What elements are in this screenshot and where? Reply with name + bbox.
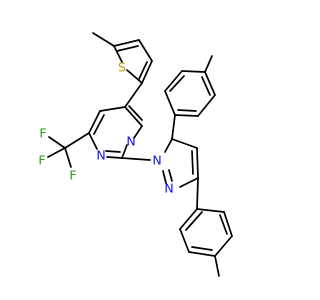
bond: [174, 114, 199, 117]
bond: [133, 125, 143, 139]
bond: [99, 106, 126, 112]
bond: [93, 114, 105, 135]
atom-label-nitrogen: N: [126, 134, 135, 149]
bond: [64, 132, 90, 149]
bond: [124, 106, 143, 127]
bond: [204, 71, 216, 96]
molecule-structure: S N N N N F F F: [38, 32, 233, 277]
bond: [185, 211, 203, 231]
bond: [179, 208, 198, 230]
bond: [141, 60, 153, 84]
bond: [113, 45, 123, 63]
bond: [214, 235, 233, 257]
bond: [223, 211, 233, 237]
bond: [201, 76, 211, 96]
bond: [164, 70, 183, 92]
atom-label-fluorine: F: [38, 153, 45, 168]
bond: [171, 114, 176, 140]
bond: [168, 169, 173, 182]
bond: [105, 150, 121, 153]
bond: [121, 157, 151, 161]
atom-label-layer: S N N N N F F F: [38, 60, 173, 196]
bond: [219, 214, 228, 235]
bond: [116, 45, 139, 52]
atom-label-fluorine: F: [69, 168, 76, 183]
bond: [47, 147, 66, 158]
bond: [88, 132, 98, 150]
bond: [88, 110, 101, 134]
bond: [179, 228, 190, 253]
bond: [179, 177, 199, 188]
bond: [169, 75, 185, 92]
bond: [124, 82, 143, 108]
bond: [164, 138, 173, 153]
bond: [121, 144, 128, 159]
bond: [164, 90, 176, 116]
bond: [48, 136, 66, 149]
bond: [191, 246, 213, 251]
atom-label-nitrogen: N: [96, 148, 105, 163]
bond: [128, 105, 143, 121]
bond: [214, 255, 220, 277]
bond: [138, 39, 153, 62]
bond: [196, 208, 225, 213]
bond: [138, 61, 148, 80]
bond: [113, 39, 140, 47]
bond: [196, 147, 199, 179]
atom-label-sulfur: S: [118, 60, 126, 75]
bond: [162, 170, 167, 184]
bond: [64, 147, 72, 168]
bond: [191, 150, 194, 175]
bond: [197, 94, 216, 117]
atom-label-nitrogen: N: [152, 153, 161, 168]
bond: [188, 251, 216, 257]
bond: [106, 156, 123, 159]
bond-layer: [47, 32, 233, 277]
bond: [204, 55, 213, 73]
bond: [171, 138, 198, 149]
bond: [196, 177, 199, 210]
atom-label-nitrogen: N: [164, 181, 173, 196]
bond: [181, 70, 206, 73]
bond: [126, 69, 143, 84]
atom-label-fluorine: F: [39, 126, 46, 141]
bond: [92, 32, 115, 47]
bond: [177, 109, 197, 112]
